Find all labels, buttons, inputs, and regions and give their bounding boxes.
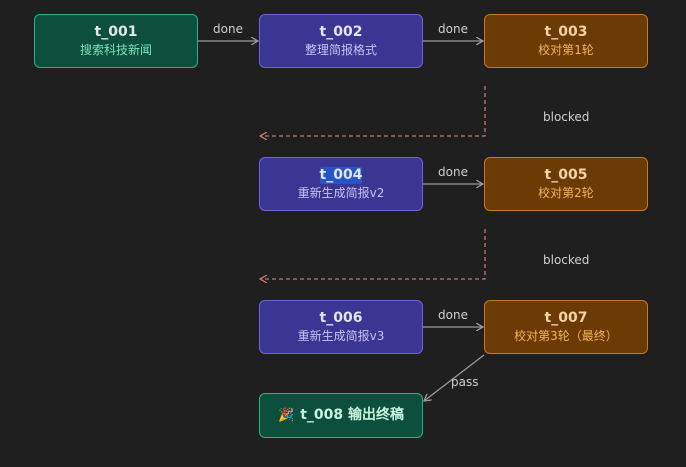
node-id: t_005: [544, 167, 588, 183]
node-id: t_003: [544, 24, 588, 40]
node-t003[interactable]: t_003 校对第1轮: [484, 14, 648, 68]
edge-label-done: done: [213, 22, 243, 36]
node-desc: 整理简报格式: [304, 43, 377, 57]
node-id: t_002: [319, 24, 363, 40]
edge-t003-t004: [260, 86, 486, 136]
node-id-selected: t_004: [319, 167, 363, 184]
edge-label-blocked: blocked: [543, 110, 590, 124]
node-desc: 校对第3轮（最终）: [514, 329, 618, 343]
node-t001[interactable]: t_001 搜索科技新闻: [34, 14, 198, 68]
node-desc: 重新生成简报v2: [297, 186, 385, 200]
edge-label-done: done: [438, 22, 468, 36]
edge-t007-t008: [424, 354, 485, 401]
edge-t005-t006: [260, 229, 486, 279]
node-desc: 重新生成简报v3: [297, 329, 385, 343]
node-t005[interactable]: t_005 校对第2轮: [484, 157, 648, 211]
node-id: t_001: [94, 24, 138, 40]
node-desc: 搜索科技新闻: [79, 43, 152, 57]
node-desc: 校对第1轮: [538, 43, 594, 57]
node-t007[interactable]: t_007 校对第3轮（最终）: [484, 300, 648, 354]
node-desc: 校对第2轮: [538, 186, 594, 200]
node-id: t_006: [319, 310, 363, 326]
edge-label-done: done: [438, 165, 468, 179]
node-t008[interactable]: 🎉 t_008 输出终稿: [259, 393, 423, 438]
node-t004[interactable]: t_004 重新生成简报v2: [259, 157, 423, 211]
node-id: t_007: [544, 310, 588, 326]
node-t002[interactable]: t_002 整理简报格式: [259, 14, 423, 68]
party-popper-icon: 🎉: [278, 408, 295, 423]
edge-label-done: done: [438, 308, 468, 322]
edge-label-blocked: blocked: [543, 253, 590, 267]
edge-label-pass: pass: [451, 375, 479, 389]
node-t006[interactable]: t_006 重新生成简报v3: [259, 300, 423, 354]
node-id: t_008 输出终稿: [300, 407, 404, 423]
